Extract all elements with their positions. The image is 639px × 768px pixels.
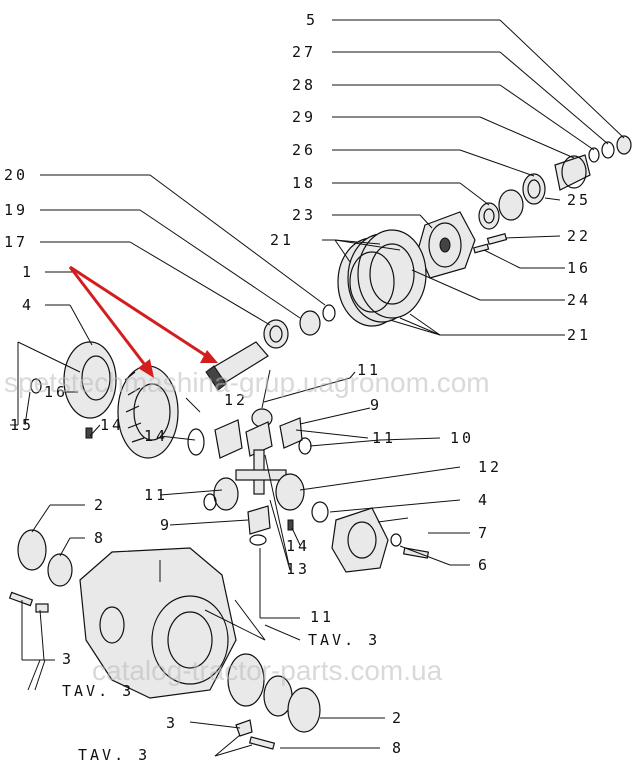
callout-12-right: 12 <box>478 458 502 476</box>
callout-4-right: 4 <box>478 491 490 509</box>
callout-4-upper: 4 <box>22 296 34 314</box>
callout-13: 13 <box>286 560 310 578</box>
callout-21-lower: 21 <box>567 326 591 344</box>
callout-11-top: 11 <box>357 361 381 379</box>
callout-8-upper: 8 <box>94 529 106 547</box>
callout-25: 25 <box>567 191 591 209</box>
callout-14-mid: 14 <box>144 427 168 445</box>
callout-23: 23 <box>292 206 316 224</box>
callout-22: 22 <box>567 227 591 245</box>
watermark-top: spetstechmashina-grup.uagronom.com <box>4 367 490 398</box>
watermark-bottom: catalog-tractor-parts.com.ua <box>92 655 443 686</box>
callout-6: 6 <box>478 556 490 574</box>
callout-11-right: 11 <box>372 429 396 447</box>
callout-3-bottom: 3 <box>166 714 178 732</box>
callout-7: 7 <box>478 524 490 542</box>
callout-26: 26 <box>292 141 316 159</box>
callout-14-left: 14 <box>100 416 124 434</box>
callout-19: 19 <box>4 201 28 219</box>
differential-case <box>331 507 430 573</box>
callout-9-top: 9 <box>370 396 382 414</box>
axle-housing <box>8 529 321 750</box>
callout-20: 20 <box>4 166 28 184</box>
callout-2-lower: 2 <box>392 709 404 727</box>
callout-16-right: 16 <box>567 259 591 277</box>
pinion-shaft-parts <box>205 304 336 391</box>
callout-27: 27 <box>292 43 316 61</box>
callout-14-lower: 14 <box>286 537 310 555</box>
tav-reference-2: TAV. 3 <box>62 682 134 700</box>
callout-11-bottom: 11 <box>310 608 334 626</box>
callout-9-left: 9 <box>160 516 172 534</box>
callout-8-lower: 8 <box>392 739 404 757</box>
watermarks: spetstechmashina-grup.uagronom.com catal… <box>4 367 490 686</box>
callout-21-upper: 21 <box>270 231 294 249</box>
clutch-disc-pack <box>337 229 427 327</box>
callout-11-left: 11 <box>144 486 168 504</box>
callout-28: 28 <box>292 76 316 94</box>
callout-15: 15 <box>10 416 34 434</box>
callout-18: 18 <box>292 174 316 192</box>
ring-gear-assembly <box>30 341 179 459</box>
callout-1: 1 <box>22 263 34 281</box>
tav-reference-3: TAV. 3 <box>78 746 150 764</box>
callout-10: 10 <box>450 429 474 447</box>
callout-12-top: 12 <box>224 391 248 409</box>
callout-labels: 5 27 28 29 26 18 25 23 22 21 16 20 19 17… <box>4 11 591 764</box>
leader-lines <box>10 19 625 757</box>
differential-gears <box>187 408 329 546</box>
callout-29: 29 <box>292 108 316 126</box>
callout-2-upper: 2 <box>94 496 106 514</box>
callout-17: 17 <box>4 233 28 251</box>
callout-16-left: 16 <box>44 383 68 401</box>
highlight-arrows <box>68 265 218 378</box>
upper-shaft-parts <box>403 135 632 279</box>
callout-3-left: 3 <box>62 650 74 668</box>
callout-5: 5 <box>306 11 318 29</box>
callout-24: 24 <box>567 291 591 309</box>
tav-reference-1: TAV. 3 <box>308 631 380 649</box>
